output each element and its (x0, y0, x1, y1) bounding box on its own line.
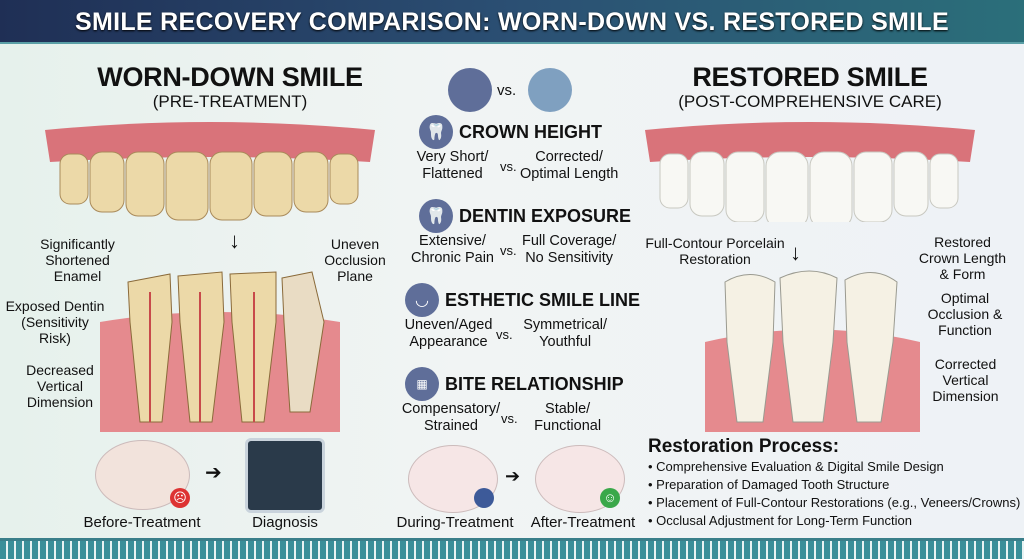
happy-face-icon: ☺ (600, 488, 620, 508)
restored-lower-teeth (705, 270, 920, 432)
title-bar: SMILE RECOVERY COMPARISON: WORN-DOWN VS.… (0, 0, 1024, 44)
label-full-contour: Full-Contour Porcelain Restoration (645, 235, 785, 267)
category-esthetic-smile-line: ◡ESTHETIC SMILE LINE Uneven/Aged Appeara… (405, 283, 640, 351)
right-arrow-icon: ➔ (505, 466, 521, 486)
process-step: • Preparation of Damaged Tooth Structure (648, 477, 890, 492)
caption-diagnosis: Diagnosis (252, 514, 318, 531)
label-optimal-occlusion: Optimal Occlusion & Function (927, 290, 1003, 338)
process-step: • Comprehensive Evaluation & Digital Smi… (648, 459, 944, 474)
label-shortened-enamel: Significantly Shortened Enamel (40, 236, 115, 284)
caption-after-treatment: After-Treatment (530, 514, 636, 531)
restored-heading: RESTORED SMILE (692, 62, 928, 92)
category-title: DENTIN EXPOSURE (459, 205, 632, 226)
restored-subheading: (POST-COMPREHENSIVE CARE) (678, 92, 942, 111)
after-value: Stable/ Functional (534, 401, 602, 434)
during-treatment-image (408, 445, 498, 513)
worn-subheading: (PRE-TREATMENT) (152, 92, 308, 111)
category-title: CROWN HEIGHT (459, 121, 602, 142)
step-text: Occlusal Adjustment for Long-Term Functi… (656, 513, 912, 528)
page-title: SMILE RECOVERY COMPARISON: WORN-DOWN VS.… (75, 8, 949, 36)
label-crown-length: Restored Crown Length & Form (918, 234, 1007, 282)
before-value: Extensive/ Chronic Pain (410, 233, 494, 266)
restored-upper-teeth (645, 122, 975, 222)
process-step: • Placement of Full-Contour Restorations… (648, 495, 1021, 510)
category-title: BITE RELATIONSHIP (445, 373, 624, 394)
worn-upper-teeth (45, 122, 375, 221)
sad-face-icon: ☹ (170, 488, 190, 508)
before-value: Uneven/Aged Appearance (404, 317, 493, 350)
process-step: • Occlusal Adjustment for Long-Term Func… (648, 513, 912, 528)
vs: vs. (501, 410, 518, 426)
worn-heading: WORN-DOWN SMILE (97, 62, 363, 92)
before-value: Compensatory/ Strained (401, 401, 501, 434)
footer-border (0, 538, 1024, 559)
category-title: ESTHETIC SMILE LINE (444, 289, 640, 310)
diagnosis-xray-image (245, 438, 325, 513)
label-corrected-vertical: Corrected Vertical Dimension (932, 356, 999, 404)
after-value: Corrected/ Optimal Length (519, 149, 619, 182)
before-value: Very Short/ Flattened (416, 149, 489, 182)
down-arrow-icon: ↓ (790, 240, 801, 265)
smile-icon: ◡ (405, 283, 439, 317)
after-value: Symmetrical/ Youthful (523, 317, 608, 350)
step-text: Preparation of Damaged Tooth Structure (656, 477, 890, 492)
worn-lower-teeth (100, 271, 340, 432)
process-steps: • Comprehensive Evaluation & Digital Smi… (648, 458, 1020, 530)
step-text: Placement of Full-Contour Restorations (… (656, 495, 1021, 510)
process-title: Restoration Process: (648, 436, 840, 457)
step-text: Comprehensive Evaluation & Digital Smile… (656, 459, 944, 474)
caption-before-treatment: Before-Treatment (83, 514, 201, 531)
label-exposed-dentin: Exposed Dentin (Sensitivity Risk) (5, 298, 105, 346)
category-dentin-exposure: 🦷 DENTIN EXPOSURE Extensive/ Chronic Pain… (411, 199, 640, 267)
calendar-icon (474, 488, 494, 508)
crown-tooth-icon: 🦷 (419, 115, 453, 149)
category-bite-relationship: ▦ BITE RELATIONSHIP Compensatory/ Straine… (402, 367, 640, 435)
vs: vs. (500, 242, 517, 258)
bite-icon: ▦ (405, 367, 439, 401)
vs: vs. (496, 326, 513, 342)
category-crown-height: 🦷 CROWN HEIGHT Very Short/ Flattened vs.Co… (415, 115, 640, 183)
down-arrow-icon: ↓ (229, 228, 240, 253)
right-arrow-icon: ➔ (205, 462, 222, 484)
caption-during-treatment: During-Treatment (396, 514, 514, 531)
restored-tooth-icon (528, 68, 572, 112)
dentin-tooth-icon: 🦷 (419, 199, 453, 233)
label-uneven-occlusion: Uneven Occlusion Plane (324, 236, 386, 284)
after-value: Full Coverage/ No Sensitivity (521, 233, 617, 266)
label-vertical-dimension: Decreased Vertical Dimension (26, 362, 94, 410)
vs: vs. (500, 158, 517, 174)
worn-tooth-icon (448, 68, 492, 112)
center-vs: vs. (497, 82, 517, 99)
